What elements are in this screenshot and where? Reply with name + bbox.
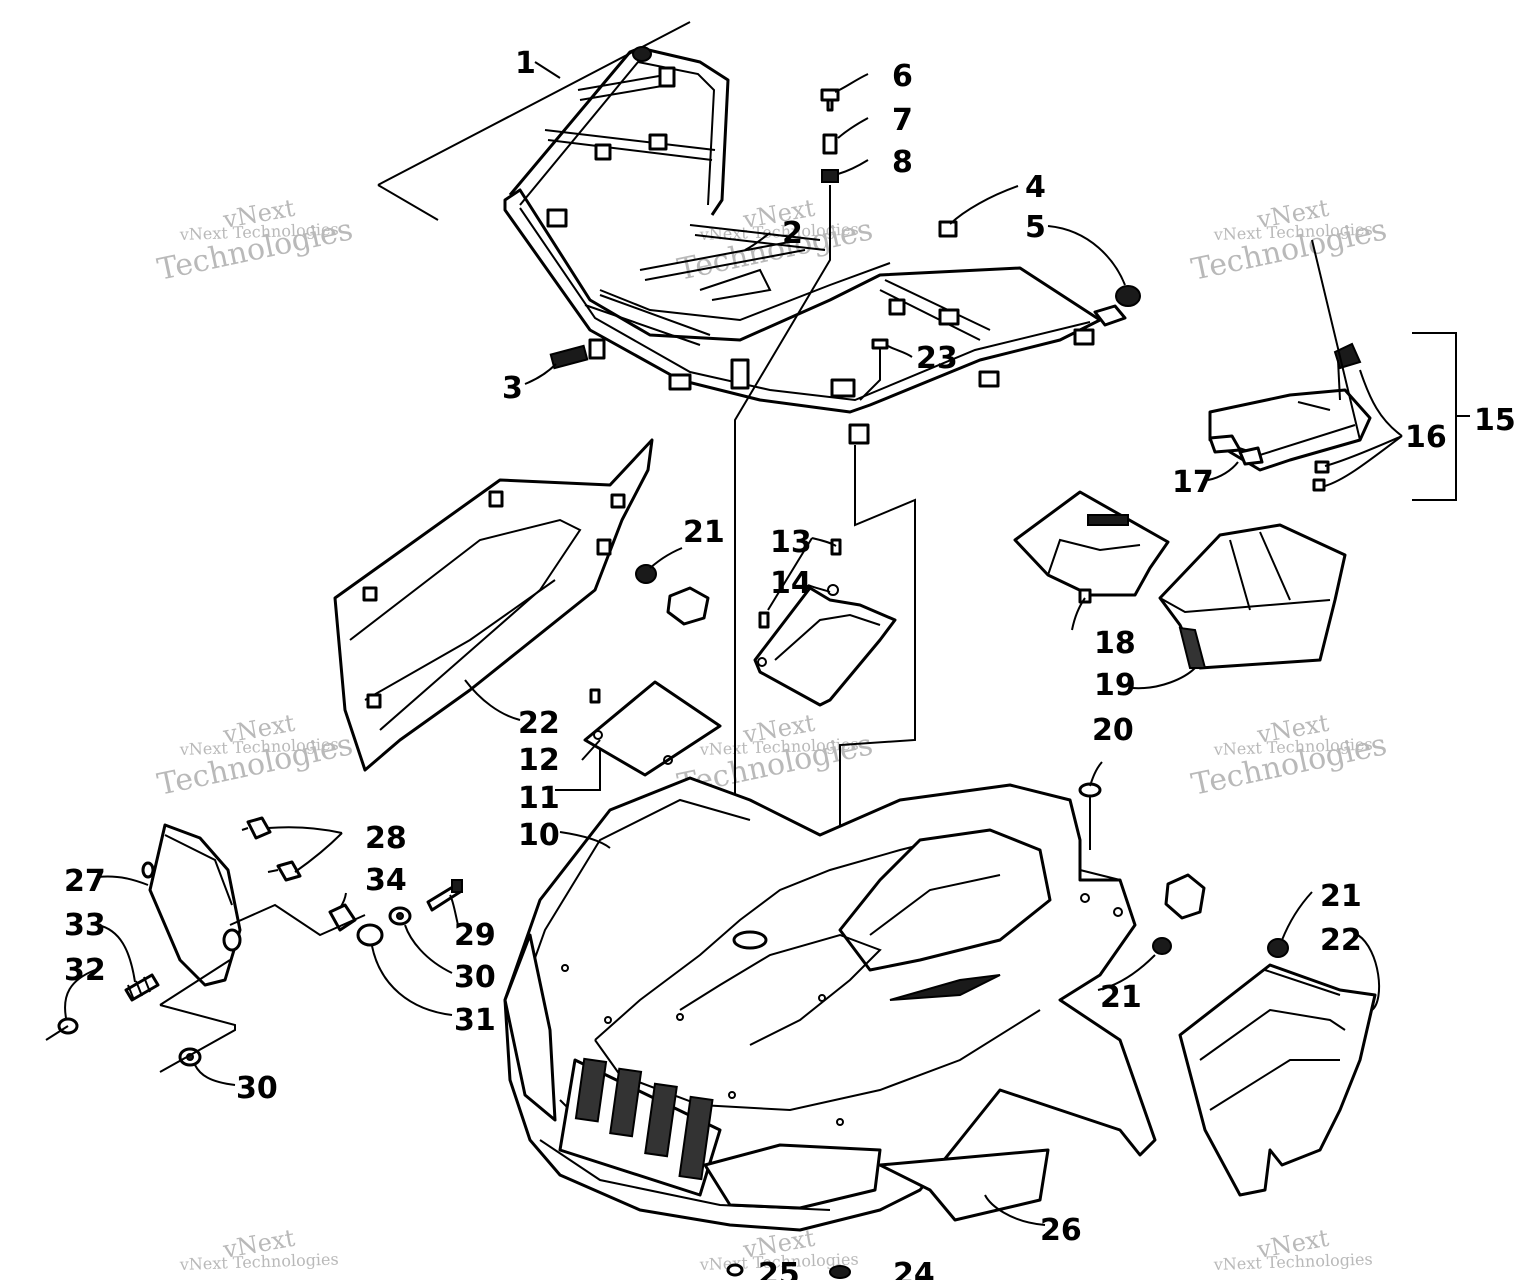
callout-21-right: 21 (1320, 879, 1362, 914)
grommet-31 (356, 923, 384, 947)
callout-22-right: 22 (1320, 923, 1362, 958)
storage-liner-18 (1013, 490, 1170, 604)
svg-text:vNext Technologies: vNext Technologies (1212, 1249, 1373, 1274)
front-fender (503, 776, 1157, 1232)
watermark: vNext vNext Technologies Technologies (1188, 194, 1389, 288)
callout-20: 20 (1092, 713, 1134, 748)
watermark: vNext vNext Technologies Technologies (154, 709, 355, 803)
callout-12: 12 (518, 743, 560, 778)
screw-6 (820, 88, 840, 112)
callout-32: 32 (64, 953, 106, 988)
headlight-27 (141, 823, 242, 987)
callout-10: 10 (518, 818, 560, 853)
storage-cover (1208, 332, 1470, 501)
callout-27: 27 (64, 864, 106, 899)
screw-23 (859, 338, 889, 401)
callout-1: 1 (515, 46, 536, 81)
callout-25: 25 (758, 1257, 800, 1280)
callout-17: 17 (1172, 465, 1214, 500)
callout-21-lower: 21 (1100, 980, 1142, 1015)
watermark: vNext vNext Technologies Technologies (1188, 709, 1389, 803)
adjuster-28 (241, 816, 302, 882)
grommet-21-upper (635, 564, 710, 626)
callout-19: 19 (1094, 668, 1136, 703)
rack-plate (699, 268, 772, 301)
screw-25 (726, 1263, 744, 1277)
callout-7: 7 (892, 103, 913, 138)
bolt-29 (426, 879, 463, 912)
callout-18: 18 (1094, 626, 1136, 661)
front-rack (377, 21, 1127, 445)
callout-14: 14 (770, 566, 812, 601)
watermark: vNext vNext Technologies (178, 1224, 339, 1274)
svg-text:vNext Technologies: vNext Technologies (178, 1249, 339, 1274)
watermark: vNext vNext Technologies (1212, 1224, 1373, 1274)
callout-26: 26 (1040, 1213, 1082, 1248)
callout-8: 8 (892, 145, 913, 180)
leader-lines (64, 61, 1403, 1226)
callout-21-upper: 21 (683, 515, 725, 550)
callout-31: 31 (454, 1003, 496, 1038)
push-rivet-20 (1078, 782, 1102, 850)
spacer-7 (822, 133, 838, 155)
callout-30-upper: 30 (454, 960, 496, 995)
right-side-panel (1178, 963, 1377, 1197)
callout-24: 24 (893, 1257, 935, 1280)
callout-28: 28 (365, 821, 407, 856)
callout-33: 33 (64, 908, 106, 943)
nut-24 (829, 1265, 851, 1279)
callout-15: 15 (1474, 403, 1516, 438)
bracket-14 (753, 538, 897, 707)
callout-3: 3 (502, 371, 523, 406)
callouts: 1 2 3 4 5 6 7 8 23 15 16 17 18 19 20 21 … (64, 46, 1516, 1280)
screw-32 (45, 1017, 79, 1041)
spring-33 (124, 973, 160, 1002)
washer-30 (388, 906, 412, 926)
callout-34: 34 (365, 863, 407, 898)
nut-8 (821, 169, 839, 183)
watermark: vNext vNext Technologies Technologies (674, 194, 875, 288)
left-side-panel (333, 438, 654, 772)
callout-13: 13 (770, 525, 812, 560)
rack-insert-3 (549, 344, 589, 370)
access-plate-11 (583, 680, 722, 777)
callout-6: 6 (892, 59, 913, 94)
callout-2: 2 (782, 216, 803, 251)
callout-22-left: 22 (518, 706, 560, 741)
plug-5 (1115, 285, 1141, 307)
callout-23: 23 (916, 341, 958, 376)
callout-30-lower: 30 (236, 1071, 278, 1106)
grommet-21-right (1152, 873, 1289, 958)
callout-4: 4 (1025, 170, 1046, 205)
callout-16: 16 (1405, 420, 1447, 455)
callout-29: 29 (454, 918, 496, 953)
retainer-4 (938, 220, 958, 238)
callout-11: 11 (518, 781, 560, 816)
callout-5: 5 (1025, 210, 1046, 245)
watermark: vNext vNext Technologies Technologies (154, 194, 355, 288)
storage-bin-19 (1158, 523, 1347, 670)
nut-34 (328, 903, 357, 932)
